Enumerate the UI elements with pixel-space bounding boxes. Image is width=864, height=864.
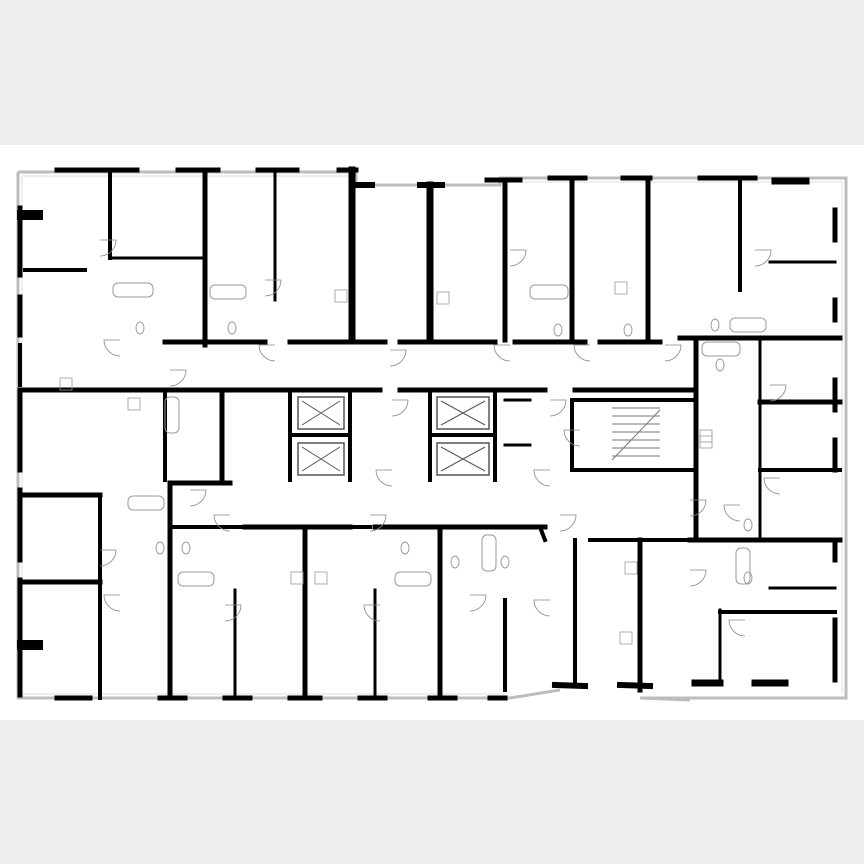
bathtub-icon (735, 547, 751, 585)
stove-outline (699, 435, 713, 449)
door-swing (103, 339, 121, 357)
stove-outline (619, 631, 633, 645)
building-core (297, 396, 661, 476)
door-swing (559, 514, 577, 532)
door-swing (563, 429, 581, 447)
door-swing (375, 469, 393, 487)
wall (616, 681, 654, 690)
toilet-icon (155, 541, 165, 555)
door-swing (549, 399, 567, 417)
bathtub-icon (481, 534, 497, 572)
stove-outline (314, 571, 328, 585)
door-swing (391, 399, 409, 417)
bathtub-icon (112, 282, 154, 298)
door-swing (573, 344, 591, 362)
stove-icon (614, 281, 628, 295)
door-swing (363, 604, 381, 622)
bathtub-icon (529, 284, 569, 300)
bathtub-icon (394, 571, 432, 587)
toilet-icon (743, 518, 753, 532)
wall (537, 524, 548, 543)
door-swing (169, 369, 187, 387)
stove-icon (59, 377, 73, 391)
stove-icon (436, 291, 450, 305)
door-swing (664, 344, 682, 362)
toilet-icon (227, 321, 237, 335)
door-swing (189, 489, 207, 507)
fixtures (59, 281, 767, 645)
elevator-shaft (436, 396, 490, 430)
door-swing (533, 469, 551, 487)
bathtub-icon (701, 341, 741, 357)
door-swing (723, 504, 741, 522)
door-swing (493, 344, 511, 362)
stove-outline (290, 571, 304, 585)
door-swing (99, 239, 117, 257)
toilet-icon (710, 318, 720, 332)
stove-outline (614, 281, 628, 295)
door-swing (469, 594, 487, 612)
door-swing (689, 499, 707, 517)
toilet-icon (553, 323, 563, 337)
wall (551, 681, 589, 690)
bathtub-icon (209, 284, 247, 300)
toilet-icon (400, 541, 410, 555)
walls (17, 166, 843, 701)
bathtub-icon (177, 571, 215, 587)
stove-outline (334, 289, 348, 303)
door-swing (509, 249, 527, 267)
stove-icon (334, 289, 348, 303)
stove-icon (314, 571, 328, 585)
bathtub-icon (729, 317, 767, 333)
door-swing (728, 619, 746, 637)
stove-outline (127, 397, 141, 411)
stove-icon (619, 631, 633, 645)
stove-icon (699, 435, 713, 449)
stove-outline (624, 561, 638, 575)
toilet-icon (500, 555, 510, 569)
stove-icon (290, 571, 304, 585)
toilet-icon (623, 323, 633, 337)
door-swing (389, 349, 407, 367)
door-swing (103, 594, 121, 612)
door-swing (99, 549, 117, 567)
toilet-icon (181, 541, 191, 555)
door-swing (689, 569, 707, 587)
bathtub-icon (127, 495, 165, 511)
elevator-shaft (297, 396, 345, 430)
door-swing (769, 384, 787, 402)
door-swing (754, 249, 772, 267)
toilet-icon (450, 555, 460, 569)
toilet-icon (743, 571, 753, 585)
door-swing (224, 604, 242, 622)
stove-icon (624, 561, 638, 575)
door-swing (213, 514, 231, 532)
elevator-cross-icon (440, 400, 486, 426)
doors (99, 239, 787, 637)
elevator-cross-icon (440, 446, 486, 472)
elevator-shaft (436, 442, 490, 476)
bathtub-icon (164, 396, 180, 434)
toilet-icon (135, 321, 145, 335)
elevator-shaft (297, 442, 345, 476)
stair-direction-line (611, 409, 661, 461)
door-swing (264, 279, 282, 297)
stove-outline (436, 291, 450, 305)
door-swing (533, 599, 551, 617)
stove-icon (127, 397, 141, 411)
stove-outline (59, 377, 73, 391)
elevator-cross-icon (301, 446, 341, 472)
door-swing (258, 344, 276, 362)
elevator-cross-icon (301, 400, 341, 426)
door-swing (763, 477, 781, 495)
toilet-icon (715, 358, 725, 372)
door-swing (369, 514, 387, 532)
